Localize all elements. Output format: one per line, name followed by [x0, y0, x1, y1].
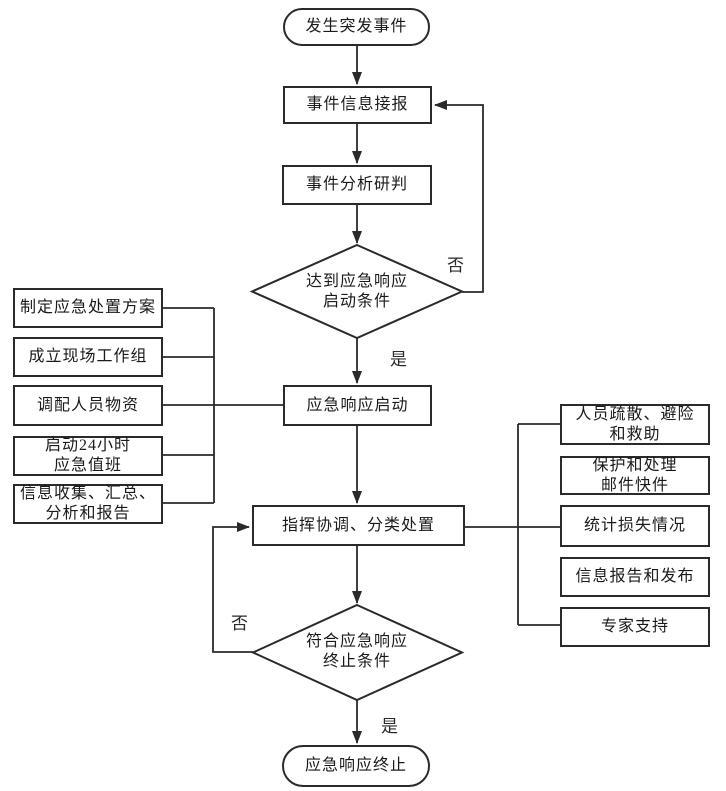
- node-decision-activation: 达到应急响应 启动条件: [305, 273, 408, 310]
- left-task-item-1: 制定应急处置方案: [13, 288, 163, 328]
- left-task-item-3: 调配人员物资: [13, 385, 163, 426]
- node-decision-termination: 符合应急响应 终止条件: [305, 633, 408, 670]
- edge-decision1-no-loop: [434, 100, 484, 293]
- decision-activation-shape: [249, 243, 465, 340]
- node-end: 应急响应终止: [282, 745, 430, 787]
- left-task-item-2: 成立现场工作组: [13, 337, 163, 377]
- left-task-item-4: 启动24小时 应急值班: [13, 436, 163, 476]
- label-yes-terminate: 是: [381, 717, 398, 736]
- label-no-continue: 否: [231, 614, 248, 633]
- edge-decision2-no-loop: [212, 522, 253, 653]
- node-receive-info: 事件信息接报: [283, 86, 432, 124]
- right-task-item-4: 信息报告和发布: [560, 557, 710, 597]
- node-analyze: 事件分析研判: [282, 165, 432, 205]
- node-activate-response: 应急响应启动: [283, 385, 432, 426]
- right-task-item-1: 人员疏散、避险 和救助: [560, 404, 710, 445]
- right-task-item-2: 保护和处理 邮件快件: [560, 456, 710, 495]
- label-yes-activate: 是: [390, 350, 407, 369]
- node-command-dispose: 指挥协调、分类处置: [252, 505, 465, 546]
- right-task-item-3: 统计损失情况: [560, 505, 710, 547]
- label-no-restart: 否: [447, 256, 464, 275]
- decision-termination-shape: [250, 603, 465, 702]
- node-start: 发生突发事件: [283, 8, 430, 46]
- left-task-item-5: 信息收集、汇总、 分析和报告: [13, 484, 163, 524]
- right-task-item-5: 专家支持: [560, 607, 710, 647]
